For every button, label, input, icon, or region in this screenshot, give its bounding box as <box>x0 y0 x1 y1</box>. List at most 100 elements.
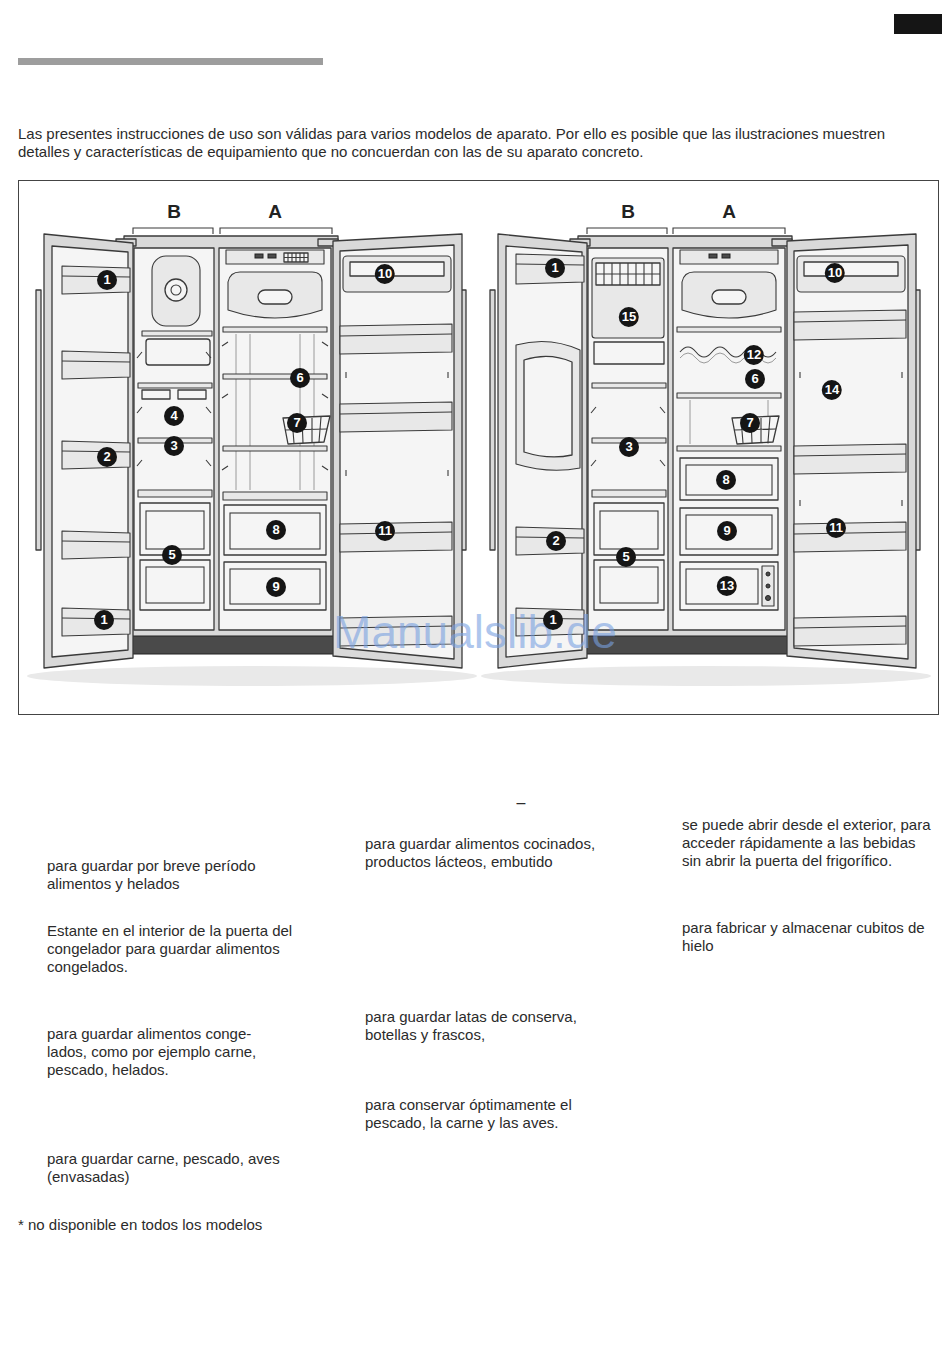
callout-number: 9 <box>717 521 737 541</box>
fridge-left-part <box>340 245 454 659</box>
fridge-left-part <box>333 234 462 668</box>
fridge-left-part <box>62 531 130 559</box>
fridge-right-part <box>680 562 778 610</box>
fridge-right-part <box>680 508 778 555</box>
body-text: Estante en el interior de la puerta del … <box>47 922 295 976</box>
fridge-right-part <box>677 446 781 451</box>
bracket-part <box>133 228 213 234</box>
fridge-left-part <box>224 562 326 610</box>
fridge-left-part <box>223 492 327 500</box>
callout-number: 5 <box>162 545 182 565</box>
fridge-left-part <box>146 511 204 549</box>
fridge-right-part <box>600 567 658 603</box>
fridge-left-part <box>178 390 206 399</box>
callout-number: 10 <box>825 263 845 283</box>
body-text: para guardar alimentos cocinados, produc… <box>365 835 630 871</box>
fridge-right-part <box>600 511 658 549</box>
callout-number: 8 <box>716 470 736 490</box>
fridge-right-part <box>680 250 778 264</box>
fridge-left-part <box>226 250 324 264</box>
callout-number: 7 <box>287 413 307 433</box>
body-text: para fabricar y almacenar cubitos de hie… <box>682 919 932 955</box>
fridge-right-part <box>591 407 665 466</box>
fridge-right-part <box>516 341 580 470</box>
callout-number: 14 <box>822 380 842 400</box>
callout-number: 3 <box>164 436 184 456</box>
fridge-right-part <box>766 584 770 588</box>
fridge-right-part <box>578 236 792 652</box>
callout-number: 7 <box>740 413 760 433</box>
fridge-left-part <box>146 567 204 603</box>
callout-number: 1 <box>94 610 114 630</box>
fridge-left-part <box>350 262 444 276</box>
fridge-left-part <box>138 383 212 388</box>
fridge-right-part <box>506 246 582 657</box>
bracket-part <box>673 228 785 234</box>
callout-number: 2 <box>97 447 117 467</box>
fridge-left-part <box>137 352 211 466</box>
callout-number: 15 <box>619 307 639 327</box>
fridge-left-part <box>222 342 328 470</box>
fridge-left-part <box>142 390 170 399</box>
bracket <box>133 228 785 234</box>
fridge-right-part <box>686 515 772 549</box>
callout-number: 9 <box>266 577 286 597</box>
section-letter: B <box>167 201 181 223</box>
fridge-right-part <box>682 272 776 318</box>
fridge-right-part <box>594 560 664 610</box>
fridge-right-part <box>787 234 916 668</box>
callout-number: 1 <box>543 610 563 630</box>
fridge-right-part <box>677 327 781 332</box>
fridge-right-part <box>516 264 584 619</box>
callout-number: 6 <box>745 369 765 389</box>
fridge-left-part <box>343 256 451 292</box>
fridge-left-part <box>223 374 327 379</box>
callout-number: 10 <box>375 264 395 284</box>
fridge-right-part <box>800 372 902 506</box>
fridge-right-part <box>516 527 584 555</box>
fridge-right-part <box>794 616 906 646</box>
body-text: para conservar óptimamente el pescado, l… <box>365 1096 630 1132</box>
fridge-left-part <box>255 254 263 258</box>
body-text: se puede abrir desde el exterior, para a… <box>682 816 932 870</box>
callout-number: 12 <box>744 345 764 365</box>
callout-number: 2 <box>546 531 566 551</box>
fridge-left-part <box>268 254 276 258</box>
callout-number: 11 <box>375 521 395 541</box>
fridge-left-part <box>230 513 320 549</box>
fridge-left-part <box>340 324 452 354</box>
fridge-right-part <box>596 263 660 285</box>
fridge-left-part <box>171 285 181 295</box>
fridge-right-part <box>686 569 758 604</box>
fridge-right-part <box>596 263 660 285</box>
callout-number: 13 <box>717 576 737 596</box>
fridge-left-part <box>62 276 130 619</box>
fridge-right-part <box>516 254 584 284</box>
fridge-left-part <box>346 372 448 476</box>
fridge-left-part <box>340 402 452 432</box>
callout-number: 11 <box>826 518 846 538</box>
fridge-left-part <box>62 441 130 469</box>
fridge-right-part <box>592 490 666 497</box>
callout-number: 8 <box>266 520 286 540</box>
fridge-left-part <box>138 490 212 497</box>
fridge-left-part <box>124 236 338 652</box>
body-text: para guardar alimentos conge- lados, com… <box>47 1025 295 1079</box>
fridge-right-part <box>592 383 666 388</box>
fridge-right-part <box>594 342 664 364</box>
callout-number: 3 <box>619 437 639 457</box>
section-letter: B <box>621 201 635 223</box>
fridge-right-part <box>762 566 774 606</box>
fridge-left-part <box>219 248 331 630</box>
fridge-left-part <box>223 327 327 332</box>
fridge-right-part <box>673 248 785 630</box>
fridge-left-part <box>224 505 326 555</box>
callout-number: 4 <box>164 406 184 426</box>
fridge-left-part <box>134 248 214 630</box>
body-text: Las presentes instrucciones de uso son v… <box>18 125 898 161</box>
fridge-right-part <box>481 666 931 686</box>
page-decoration-part <box>894 14 942 34</box>
fridge-left-part <box>340 522 452 552</box>
